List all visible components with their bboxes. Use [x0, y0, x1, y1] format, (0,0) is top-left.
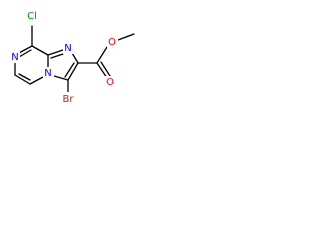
oxygen-carbonyl-label: O	[106, 77, 114, 88]
bond-n1-c2	[71, 52, 79, 64]
atom-labels: Cl N N N O O Br	[10, 9, 118, 105]
bonds	[14, 25, 135, 93]
bond-c8a-n1	[47, 49, 64, 56]
bond-c8a-c8	[31, 45, 49, 56]
bond-cester-ocarbonyl-second	[100, 61, 111, 77]
oxygen-atom-ester: O	[107, 36, 118, 48]
bond-cester-oester	[96, 46, 108, 64]
bond-c6-c5-second	[18, 73, 31, 81]
nitrogen-atom-n4: N	[43, 67, 54, 79]
oxygen-atom-carbonyl: O	[105, 76, 116, 88]
nitrogen-atom-n1: N	[63, 42, 74, 54]
bond-oester-ch3	[117, 33, 135, 41]
bromine-label: Br	[63, 94, 75, 105]
molecule-structure: Cl N N N O O Br	[10, 9, 135, 105]
chlorine-label: Cl	[27, 11, 37, 22]
bond-c8a-n1-second	[50, 53, 64, 59]
bond-c2-c3	[67, 62, 79, 81]
bond-c6-c5	[14, 74, 31, 85]
nitrogen-atom-n7: N	[10, 51, 20, 63]
bond-c3-n4	[53, 75, 69, 81]
bond-c8-n7-second	[18, 49, 32, 58]
nitrogen-n1-label: N	[64, 43, 71, 54]
oxygen-ester-label: O	[108, 37, 116, 48]
nitrogen-n7-label: N	[11, 52, 18, 63]
bond-cester-ocarbonyl	[96, 62, 108, 79]
bromine-atom: Br	[61, 92, 77, 105]
bond-c2-c3-second	[64, 62, 75, 78]
nitrogen-n4-label: N	[44, 68, 51, 79]
bond-c5-n4	[29, 76, 44, 85]
chlorine-atom: Cl	[25, 9, 40, 22]
